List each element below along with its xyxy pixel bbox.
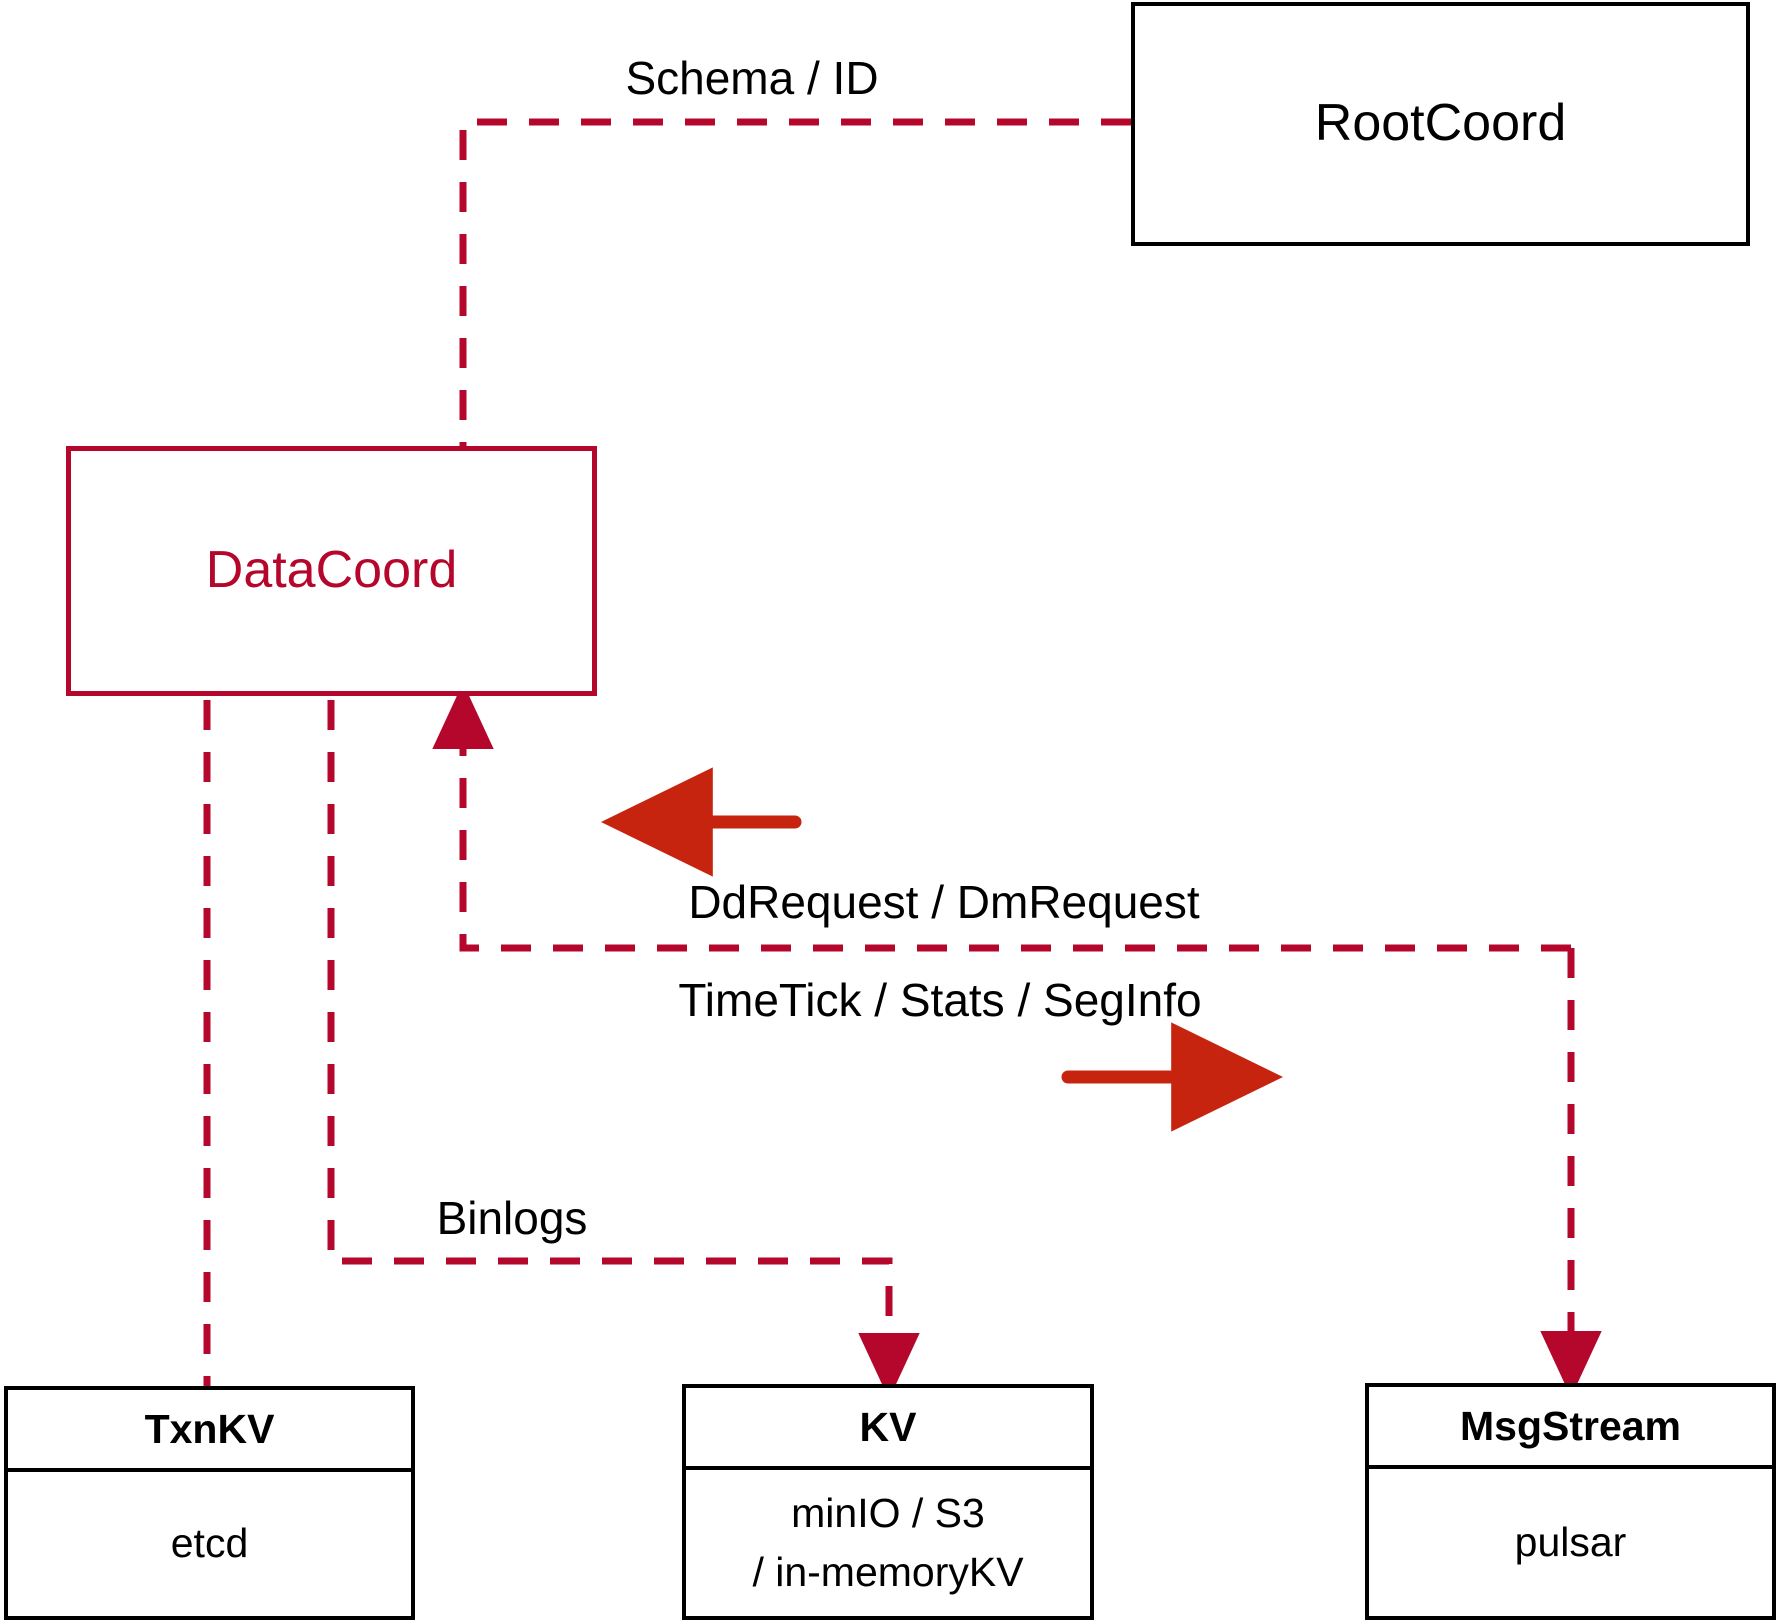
node-txnkv[interactable]: TxnKV etcd xyxy=(4,1386,415,1620)
node-kv-line-1: / in-memoryKV xyxy=(752,1549,1024,1595)
node-msgstream-line-0: pulsar xyxy=(1514,1518,1627,1565)
node-txnkv-line-0: etcd xyxy=(170,1520,249,1567)
node-msgstream-title: MsgStream xyxy=(1369,1387,1772,1469)
node-kv[interactable]: KV minIO / S3 / in-memoryKV xyxy=(682,1384,1094,1620)
node-kv-body: minIO / S3 / in-memoryKV xyxy=(686,1470,1090,1616)
edge-binlogs xyxy=(327,700,920,1400)
node-kv-title: KV xyxy=(686,1388,1090,1470)
edge-label-timetick: TimeTick / Stats / SegInfo xyxy=(678,974,1202,1026)
edge-label-binlogs: Binlogs xyxy=(436,1192,588,1244)
edge-label-schema-id: Schema / ID xyxy=(625,52,879,104)
edge-label-ddrequest: DdRequest / DmRequest xyxy=(688,876,1200,928)
node-txnkv-body: etcd xyxy=(8,1472,411,1616)
node-kv-line-0: minIO / S3 xyxy=(791,1489,985,1536)
node-datacoord[interactable]: DataCoord xyxy=(66,446,597,696)
node-txnkv-title: TxnKV xyxy=(8,1390,411,1472)
node-msgstream[interactable]: MsgStream pulsar xyxy=(1365,1383,1776,1620)
node-msgstream-body: pulsar xyxy=(1369,1469,1772,1616)
node-rootcoord[interactable]: RootCoord xyxy=(1131,2,1750,246)
node-datacoord-label: DataCoord xyxy=(205,541,458,600)
node-rootcoord-label: RootCoord xyxy=(1314,94,1567,153)
